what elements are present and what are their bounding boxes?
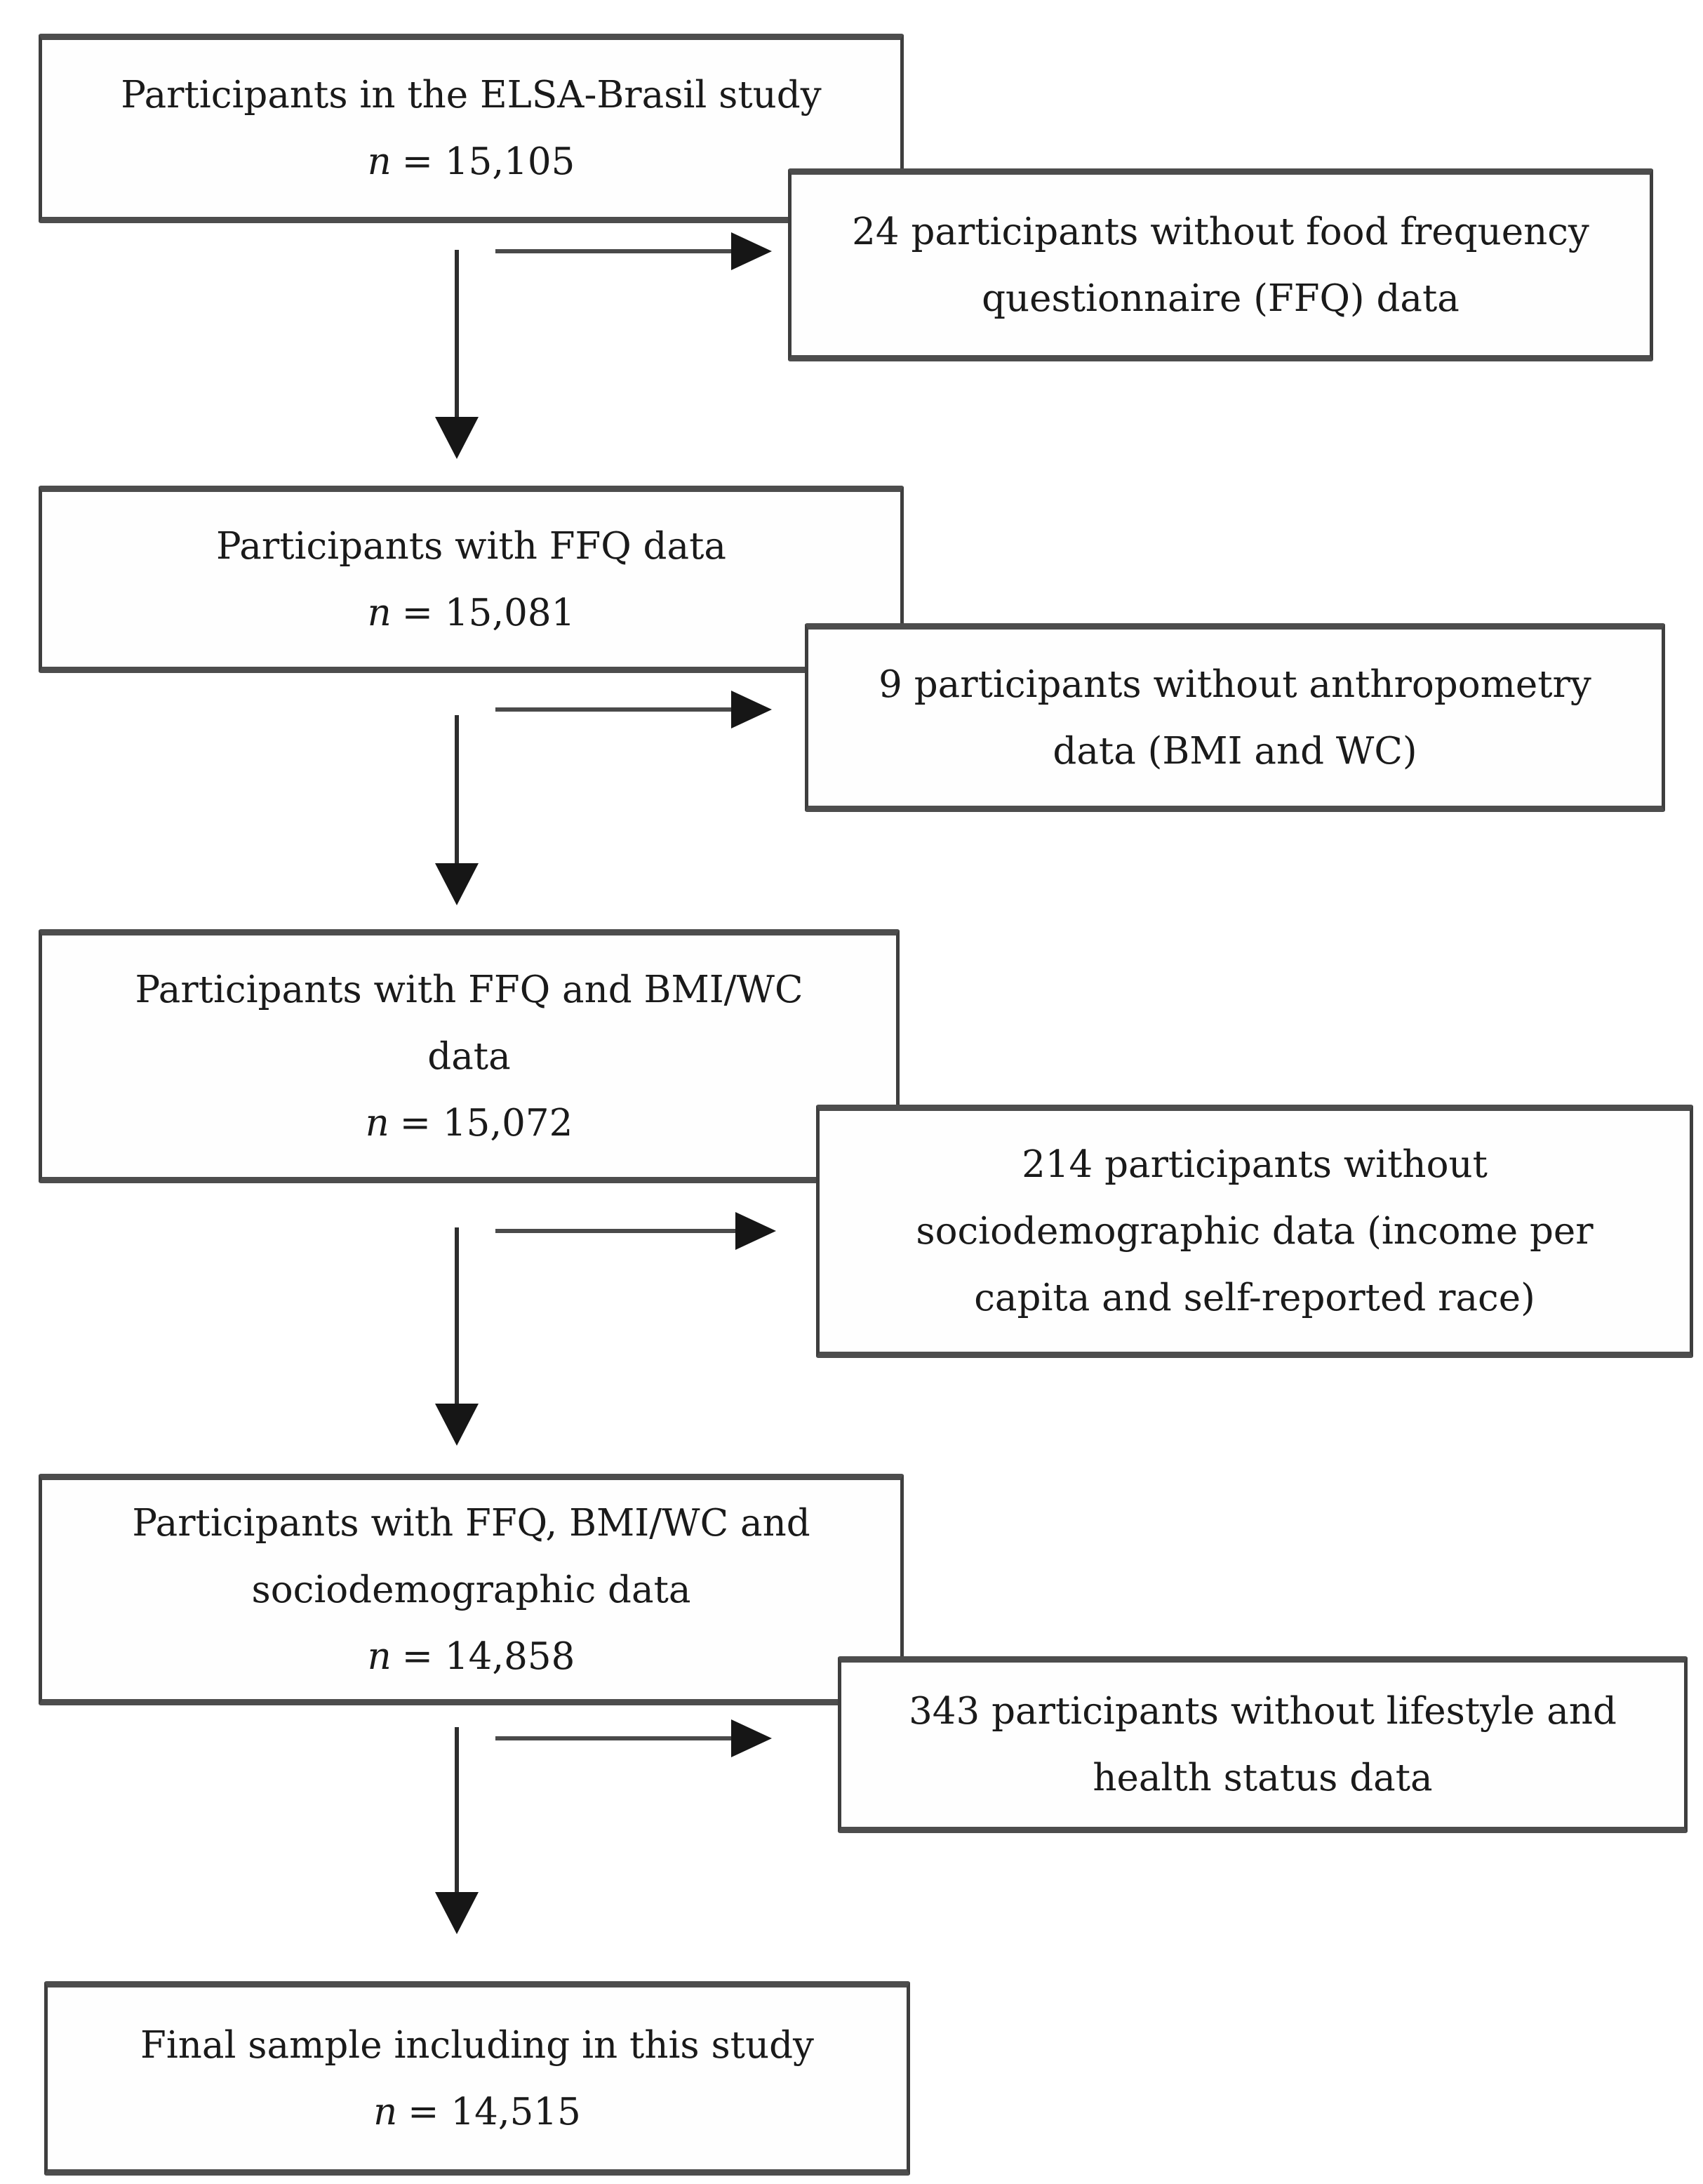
box-title-line: Participants with FFQ, BMI/WC and — [132, 1501, 810, 1545]
n-symbol: n — [365, 1101, 389, 1145]
side-arrow-2-head — [731, 691, 772, 728]
down-arrow-2-shaft — [455, 715, 459, 867]
box-title-line: Participants with FFQ and BMI/WC — [135, 968, 803, 1011]
down-arrow-3-shaft — [455, 1227, 459, 1407]
main-box-final-sample: Final sample including in this study n= … — [44, 1981, 910, 2176]
down-arrow-4-head — [435, 1892, 479, 1934]
main-box-ffq-bmiwc-sociodemographic: Participants with FFQ, BMI/WC and sociod… — [39, 1474, 904, 1705]
sample-size-line: n= 15,105 — [368, 128, 575, 195]
exclusion-text-line: 24 participants without food frequency — [852, 210, 1589, 253]
sample-size-line: n= 14,515 — [373, 2079, 581, 2145]
main-box-elsa-brasil: Participants in the ELSA-Brasil study n=… — [39, 34, 904, 223]
box-title-line: sociodemographic data — [251, 1568, 691, 1611]
sample-size-line: n= 15,072 — [366, 1090, 573, 1157]
exclusion-text-line: questionnaire (FFQ) data — [982, 277, 1460, 320]
box-title-line: Final sample including in this study — [140, 2023, 814, 2067]
down-arrow-2-head — [435, 863, 479, 905]
n-symbol: n — [367, 591, 392, 634]
exclusion-text-line: sociodemographic data (income per — [916, 1210, 1594, 1253]
box-title-line: Participants in the ELSA-Brasil study — [121, 74, 822, 116]
side-arrow-3-shaft — [495, 1229, 737, 1233]
n-value: = 15,072 — [399, 1101, 573, 1145]
n-symbol: n — [367, 140, 392, 183]
exclusion-box-no-lifestyle-health: 343 participants without lifestyle and h… — [838, 1656, 1688, 1833]
exclusion-box-no-sociodemographic: 214 participants without sociodemographi… — [816, 1105, 1693, 1358]
exclusion-text-line: health status data — [1093, 1757, 1433, 1799]
side-arrow-4-shaft — [495, 1736, 734, 1740]
side-arrow-1-head — [731, 232, 772, 270]
down-arrow-4-shaft — [455, 1727, 459, 1896]
exclusion-text-line: capita and self-reported race) — [974, 1277, 1535, 1319]
n-symbol: n — [367, 1634, 392, 1678]
main-box-ffq-bmiwc: Participants with FFQ and BMI/WC data n=… — [39, 929, 900, 1183]
n-value: = 15,105 — [401, 140, 575, 183]
exclusion-box-no-anthropometry: 9 participants without anthropometry dat… — [805, 623, 1665, 812]
exclusion-text-line: 9 participants without anthropometry — [879, 662, 1591, 706]
n-value: = 14,858 — [401, 1634, 575, 1678]
box-title-line: data — [427, 1034, 511, 1078]
n-symbol: n — [373, 2090, 398, 2133]
down-arrow-1-head — [435, 417, 479, 459]
side-arrow-2-shaft — [495, 707, 734, 712]
side-arrow-4-head — [731, 1719, 772, 1757]
exclusion-text-line: 214 participants without — [1022, 1143, 1488, 1186]
n-value: = 15,081 — [401, 591, 575, 634]
sample-size-line: n= 15,081 — [368, 580, 575, 646]
main-box-ffq-data: Participants with FFQ data n= 15,081 — [39, 486, 904, 673]
exclusion-box-no-ffq: 24 participants without food frequency q… — [788, 168, 1653, 361]
down-arrow-3-head — [435, 1404, 479, 1446]
exclusion-text-line: 343 participants without lifestyle and — [909, 1690, 1617, 1733]
side-arrow-3-head — [735, 1212, 776, 1250]
side-arrow-1-shaft — [495, 249, 734, 253]
sample-size-line: n= 14,858 — [368, 1623, 575, 1690]
n-value: = 14,515 — [408, 2090, 581, 2133]
exclusion-text-line: data (BMI and WC) — [1053, 729, 1417, 773]
down-arrow-1-shaft — [455, 250, 459, 421]
box-title-line: Participants with FFQ data — [216, 524, 726, 568]
